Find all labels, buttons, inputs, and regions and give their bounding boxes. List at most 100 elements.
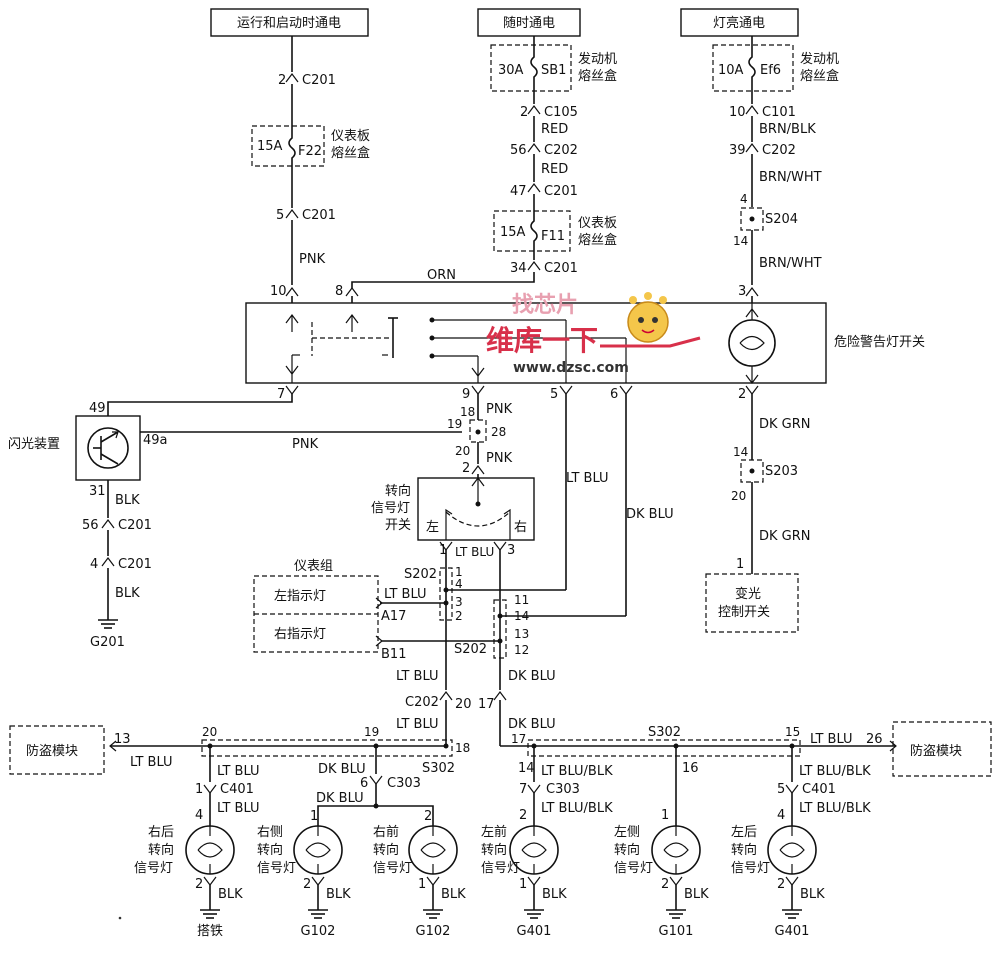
svg-text:16: 16 — [682, 761, 699, 776]
svg-text:2: 2 — [424, 809, 432, 824]
svg-text:18: 18 — [460, 405, 475, 419]
wire-blk: BLK — [115, 586, 140, 601]
power-always-label: 随时通电 — [503, 16, 555, 31]
splice-s203 — [740, 459, 764, 483]
svg-text:39: 39 — [729, 143, 746, 158]
pin-b11: B11 — [381, 647, 406, 662]
wire-pnk: PNK — [486, 451, 513, 466]
svg-text:转向: 转向 — [614, 842, 640, 858]
svg-text:仪表板: 仪表板 — [578, 216, 617, 231]
flasher-label: 闪光装置 — [8, 437, 60, 452]
lamp-right-rear-pin: 2 — [195, 877, 203, 892]
wire-dk-grn: DK GRN — [759, 529, 811, 544]
lamp-right-front-wire-blk: BLK — [441, 887, 466, 902]
lamp-right-rear-ground-label: 搭铁 — [197, 923, 223, 939]
wire-orn: ORN — [427, 268, 456, 283]
immobilizer-right-label: 防盗模块 — [910, 743, 962, 759]
ip-fuse-box-label-2: 熔丝盒 — [331, 145, 370, 161]
svg-text:1: 1 — [455, 565, 463, 579]
c202-label: C202 — [405, 695, 439, 710]
wire-lt-blu: LT BLU — [396, 669, 439, 684]
fuse-box-f22 — [251, 125, 325, 167]
lamp-right-side-pin: 2 — [303, 877, 311, 892]
fuse-box-sb1 — [490, 44, 572, 92]
svg-text:信号灯: 信号灯 — [731, 861, 770, 876]
svg-text:20: 20 — [455, 697, 472, 712]
watermark-line2: 维库一下 — [486, 324, 598, 357]
lamp-left-front-connector — [527, 876, 541, 886]
c201-label: C201 — [544, 261, 578, 276]
s202-label: S202 — [404, 567, 437, 582]
svg-text:左后: 左后 — [731, 825, 757, 840]
engine-fuse-box-label-2: 熔丝盒 — [578, 68, 617, 84]
svg-text:2: 2 — [519, 808, 527, 823]
splice-s202-b — [493, 599, 507, 659]
wire-pnk: PNK — [299, 252, 326, 267]
c201-label: C201 — [302, 208, 336, 223]
fuse-box-ef6 — [712, 44, 794, 92]
wire-pnk: PNK — [292, 437, 319, 452]
flasher-pin-49a: 49a — [143, 433, 168, 448]
svg-text:信号灯: 信号灯 — [614, 861, 653, 876]
dimmer-switch-box — [705, 573, 799, 633]
c202-label: C202 — [544, 143, 578, 158]
wire-brn-wht: BRN/WHT — [759, 170, 822, 185]
watermark-line1: 找芯片 — [512, 293, 578, 318]
lamp-right-rear-connector — [203, 876, 217, 886]
lamp-right-front-filament — [420, 842, 446, 858]
wire-lt-blu-blk: LT BLU/BLK — [799, 801, 871, 816]
flasher-box — [75, 415, 141, 481]
f22-amp: 15A — [257, 139, 283, 154]
lamp-left-side-ground-label: G101 — [659, 924, 694, 939]
svg-text:11: 11 — [514, 593, 529, 607]
svg-text:6: 6 — [360, 776, 368, 791]
wire-lt-blu: LT BLU — [384, 587, 427, 602]
s202-label: S202 — [454, 642, 487, 657]
svg-text:17: 17 — [478, 697, 495, 712]
svg-text:5: 5 — [777, 782, 785, 797]
svg-text:12: 12 — [514, 643, 529, 657]
svg-text:56: 56 — [510, 143, 527, 158]
wire-lt-blu: LT BLU — [130, 755, 173, 770]
svg-text:1: 1 — [736, 557, 744, 572]
lamp-right-side-connector — [311, 876, 325, 886]
svg-text:20: 20 — [202, 725, 217, 739]
immobilizer-left-label: 防盗模块 — [26, 743, 78, 759]
lamp-right-rear-wire-blk: BLK — [218, 887, 243, 902]
lamp-left-rear-connector — [785, 876, 799, 886]
svg-text:19: 19 — [447, 417, 462, 431]
s302-label: S302 — [422, 761, 455, 776]
splice-s302-left — [201, 739, 453, 757]
ground-g201: G201 — [90, 635, 125, 650]
sb1-amp: 30A — [498, 63, 524, 78]
immobilizer-right-box — [892, 721, 992, 777]
wire-lt-blu: LT BLU — [455, 545, 494, 559]
flasher-pin-49: 49 — [89, 401, 106, 416]
wire-lt-blu-blk: LT BLU/BLK — [541, 801, 613, 816]
svg-text:信号灯: 信号灯 — [373, 861, 412, 876]
c101-label: C101 — [762, 105, 796, 120]
watermark: 找芯片 维库一下 www.dzsc.com — [486, 292, 701, 376]
svg-text:开关: 开关 — [385, 518, 411, 533]
svg-text:10: 10 — [270, 284, 287, 299]
svg-text:14: 14 — [518, 761, 535, 776]
power-box-run-start — [210, 8, 369, 37]
wire-dk-blu: DK BLU — [508, 669, 556, 684]
wire-lt-blu-blk: LT BLU/BLK — [541, 764, 613, 779]
power-box-always — [477, 8, 581, 37]
lamp-right-front-pin: 1 — [418, 877, 426, 892]
f22-label: F22 — [298, 144, 322, 159]
fuse-box-f11 — [493, 210, 571, 252]
ip-fuse-box-label-1: 仪表板 — [331, 129, 370, 144]
svg-text:控制开关: 控制开关 — [718, 605, 770, 620]
wire-lt-blu: LT BLU — [810, 732, 853, 747]
hazard-switch-label: 危险警告灯开关 — [834, 334, 925, 350]
cluster-label: 仪表组 — [294, 559, 333, 574]
c401-label: C401 — [802, 782, 836, 797]
splice-28 — [469, 419, 487, 443]
svg-text:10: 10 — [729, 105, 746, 120]
s302-label: S302 — [648, 725, 681, 740]
power-run-start-label: 运行和启动时通电 — [237, 16, 341, 31]
lamp-right-side-filament — [305, 842, 331, 858]
flasher-pin-31: 31 — [89, 484, 106, 499]
